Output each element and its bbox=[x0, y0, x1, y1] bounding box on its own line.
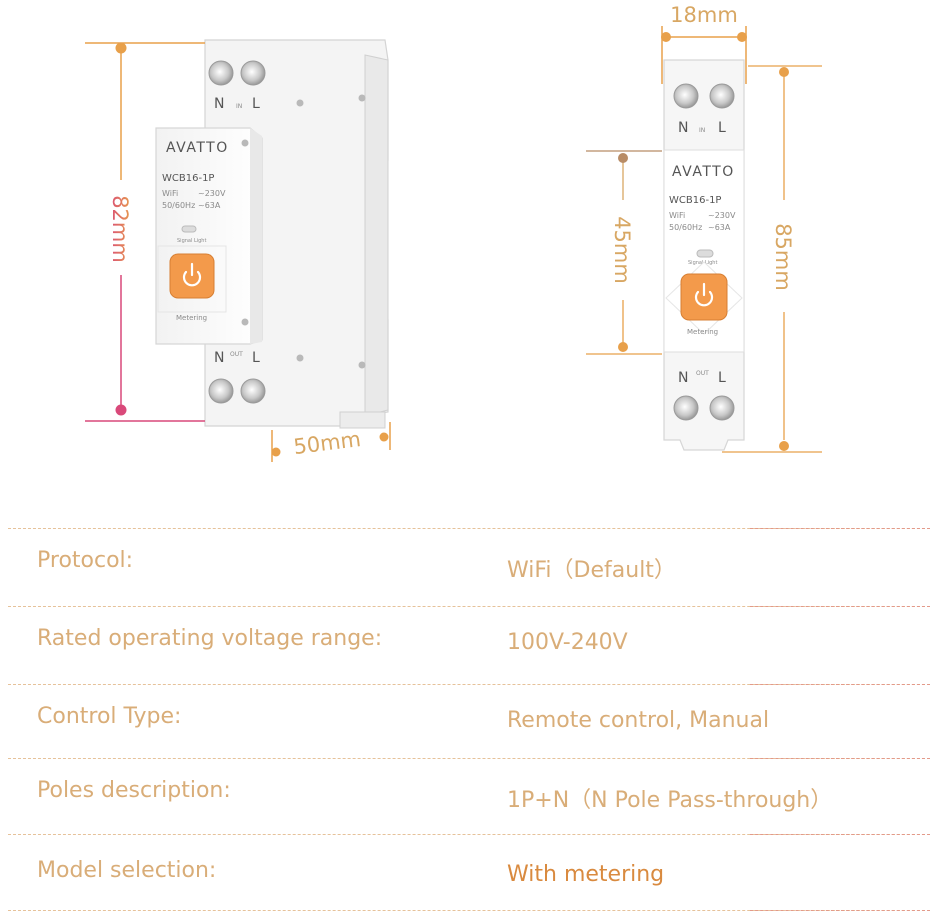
spec-current: ~63A bbox=[198, 201, 221, 210]
right-device: N IN L N OUT L AVATTO WCB16-1P WiFi ~230… bbox=[586, 3, 822, 453]
spec-voltage: ~230V bbox=[708, 211, 736, 220]
row-separator bbox=[8, 683, 930, 685]
spec-row-voltage: Rated operating voltage range: 100V-240V bbox=[0, 606, 937, 684]
total-height-dimension-label: 85mm bbox=[771, 223, 795, 291]
top-in-label: IN bbox=[699, 127, 705, 134]
spec-value: With metering bbox=[507, 862, 665, 887]
metering-label: Metering bbox=[176, 314, 207, 322]
row-separator bbox=[8, 757, 930, 759]
brand-logo: AVATTO bbox=[166, 140, 229, 156]
spec-current: ~63A bbox=[708, 223, 731, 232]
metering-label: Metering bbox=[687, 328, 718, 336]
spec-label: Rated operating voltage range: bbox=[37, 626, 383, 651]
spec-label: Model selection: bbox=[37, 858, 217, 883]
spec-wifi: WiFi bbox=[669, 211, 685, 220]
screw-icon bbox=[673, 83, 699, 109]
height-dimension-label: 82mm bbox=[108, 195, 132, 263]
spec-voltage: ~230V bbox=[198, 189, 226, 198]
row-separator bbox=[8, 605, 930, 607]
signal-light-icon bbox=[181, 225, 197, 233]
top-n-label: N bbox=[214, 96, 224, 112]
screw-icon bbox=[208, 60, 234, 86]
top-l-label: L bbox=[252, 96, 260, 112]
bottom-l-label: L bbox=[718, 370, 726, 386]
product-dimension-figure: N IN L N OUT L AVATTO WCB16-1P WiFi ~230… bbox=[85, 3, 822, 462]
bottom-l-label: L bbox=[252, 350, 260, 366]
signal-light-label: Signal Light bbox=[177, 238, 206, 244]
spec-value: 1P+N（N Pole Pass-through） bbox=[507, 788, 833, 813]
spec-row-model: Model selection: With metering bbox=[0, 838, 937, 916]
top-in-label: IN bbox=[236, 103, 242, 110]
model-label: WCB16-1P bbox=[162, 173, 214, 184]
spec-frequency: 50/60Hz bbox=[162, 201, 195, 210]
screw-icon bbox=[240, 378, 266, 404]
bottom-n-label: N bbox=[678, 370, 688, 386]
spec-wifi: WiFi bbox=[162, 189, 178, 198]
screw-icon bbox=[709, 83, 735, 109]
screw-icon bbox=[673, 395, 699, 421]
row-separator bbox=[8, 527, 930, 529]
spec-value: WiFi（Default） bbox=[507, 558, 676, 583]
left-device: N IN L N OUT L AVATTO WCB16-1P WiFi ~230… bbox=[85, 39, 391, 462]
bottom-out-label: OUT bbox=[696, 370, 709, 377]
bottom-n-label: N bbox=[214, 350, 224, 366]
power-button-icon bbox=[680, 273, 728, 321]
screw-icon bbox=[709, 395, 735, 421]
width-dimension-label: 18mm bbox=[670, 3, 738, 27]
spec-frequency: 50/60Hz bbox=[669, 223, 702, 232]
spec-row-poles: Poles description: 1P+N（N Pole Pass-thro… bbox=[0, 758, 937, 836]
screw-icon bbox=[208, 378, 234, 404]
spec-row-control-type: Control Type: Remote control, Manual bbox=[0, 684, 937, 762]
top-l-label: L bbox=[718, 120, 726, 136]
model-label: WCB16-1P bbox=[669, 195, 721, 206]
spec-label: Control Type: bbox=[37, 704, 182, 729]
depth-dimension-label: 50mm bbox=[292, 427, 362, 459]
spec-row-protocol: Protocol: WiFi（Default） bbox=[0, 528, 937, 606]
brand-logo: AVATTO bbox=[672, 164, 735, 180]
row-separator bbox=[8, 909, 930, 911]
top-n-label: N bbox=[678, 120, 688, 136]
signal-light-icon bbox=[696, 249, 714, 258]
front-height-dimension-label: 45mm bbox=[610, 216, 634, 284]
spec-label: Poles description: bbox=[37, 778, 231, 803]
screw-icon bbox=[240, 60, 266, 86]
spec-value: 100V-240V bbox=[507, 630, 628, 655]
spec-label: Protocol: bbox=[37, 548, 134, 573]
bottom-out-label: OUT bbox=[230, 351, 243, 358]
row-separator bbox=[8, 833, 930, 835]
spec-value: Remote control, Manual bbox=[507, 708, 770, 733]
